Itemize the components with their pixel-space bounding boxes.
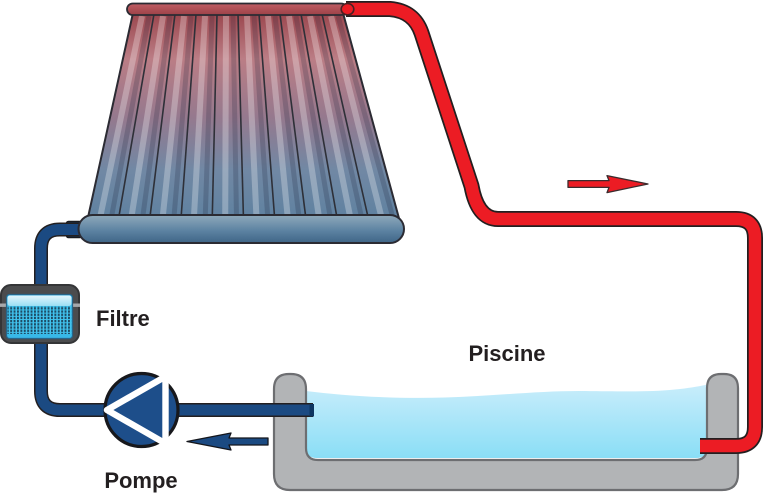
pool — [272, 372, 740, 492]
pump — [103, 371, 180, 449]
pump-impeller-triangle — [103, 373, 169, 447]
filter-side-tab-right — [72, 303, 80, 307]
hot-flow-arrow-icon — [567, 174, 649, 194]
collector-tube-separators — [117, 13, 370, 221]
filter-water-band — [7, 295, 72, 306]
filter — [0, 284, 80, 344]
cold-pipe-end-cap — [309, 404, 314, 417]
collector-tube-highlights — [97, 15, 385, 219]
hot-pipe-connector-cap — [340, 2, 355, 16]
pool-water — [306, 384, 707, 458]
filter-mesh — [7, 306, 72, 334]
hot-pipe-outline — [346, 1, 763, 454]
collector-bottom-header — [77, 214, 405, 244]
filter-label: Filtre — [96, 306, 150, 331]
hot-water-pipe — [346, 1, 763, 454]
pump-label: Pompe — [104, 468, 177, 493]
cold-pipe-outline — [34, 222, 313, 417]
pool-basin — [272, 372, 740, 492]
cold-pipe — [35, 224, 313, 416]
collector-top-header — [126, 2, 348, 16]
cold-flow-arrow-icon — [186, 432, 269, 451]
hot-pipe — [346, 2, 762, 453]
pool-label: Piscine — [468, 341, 545, 366]
filter-side-tab-left — [0, 303, 8, 307]
solar-collector — [77, 2, 405, 244]
collector-tube-shadows — [108, 15, 396, 219]
